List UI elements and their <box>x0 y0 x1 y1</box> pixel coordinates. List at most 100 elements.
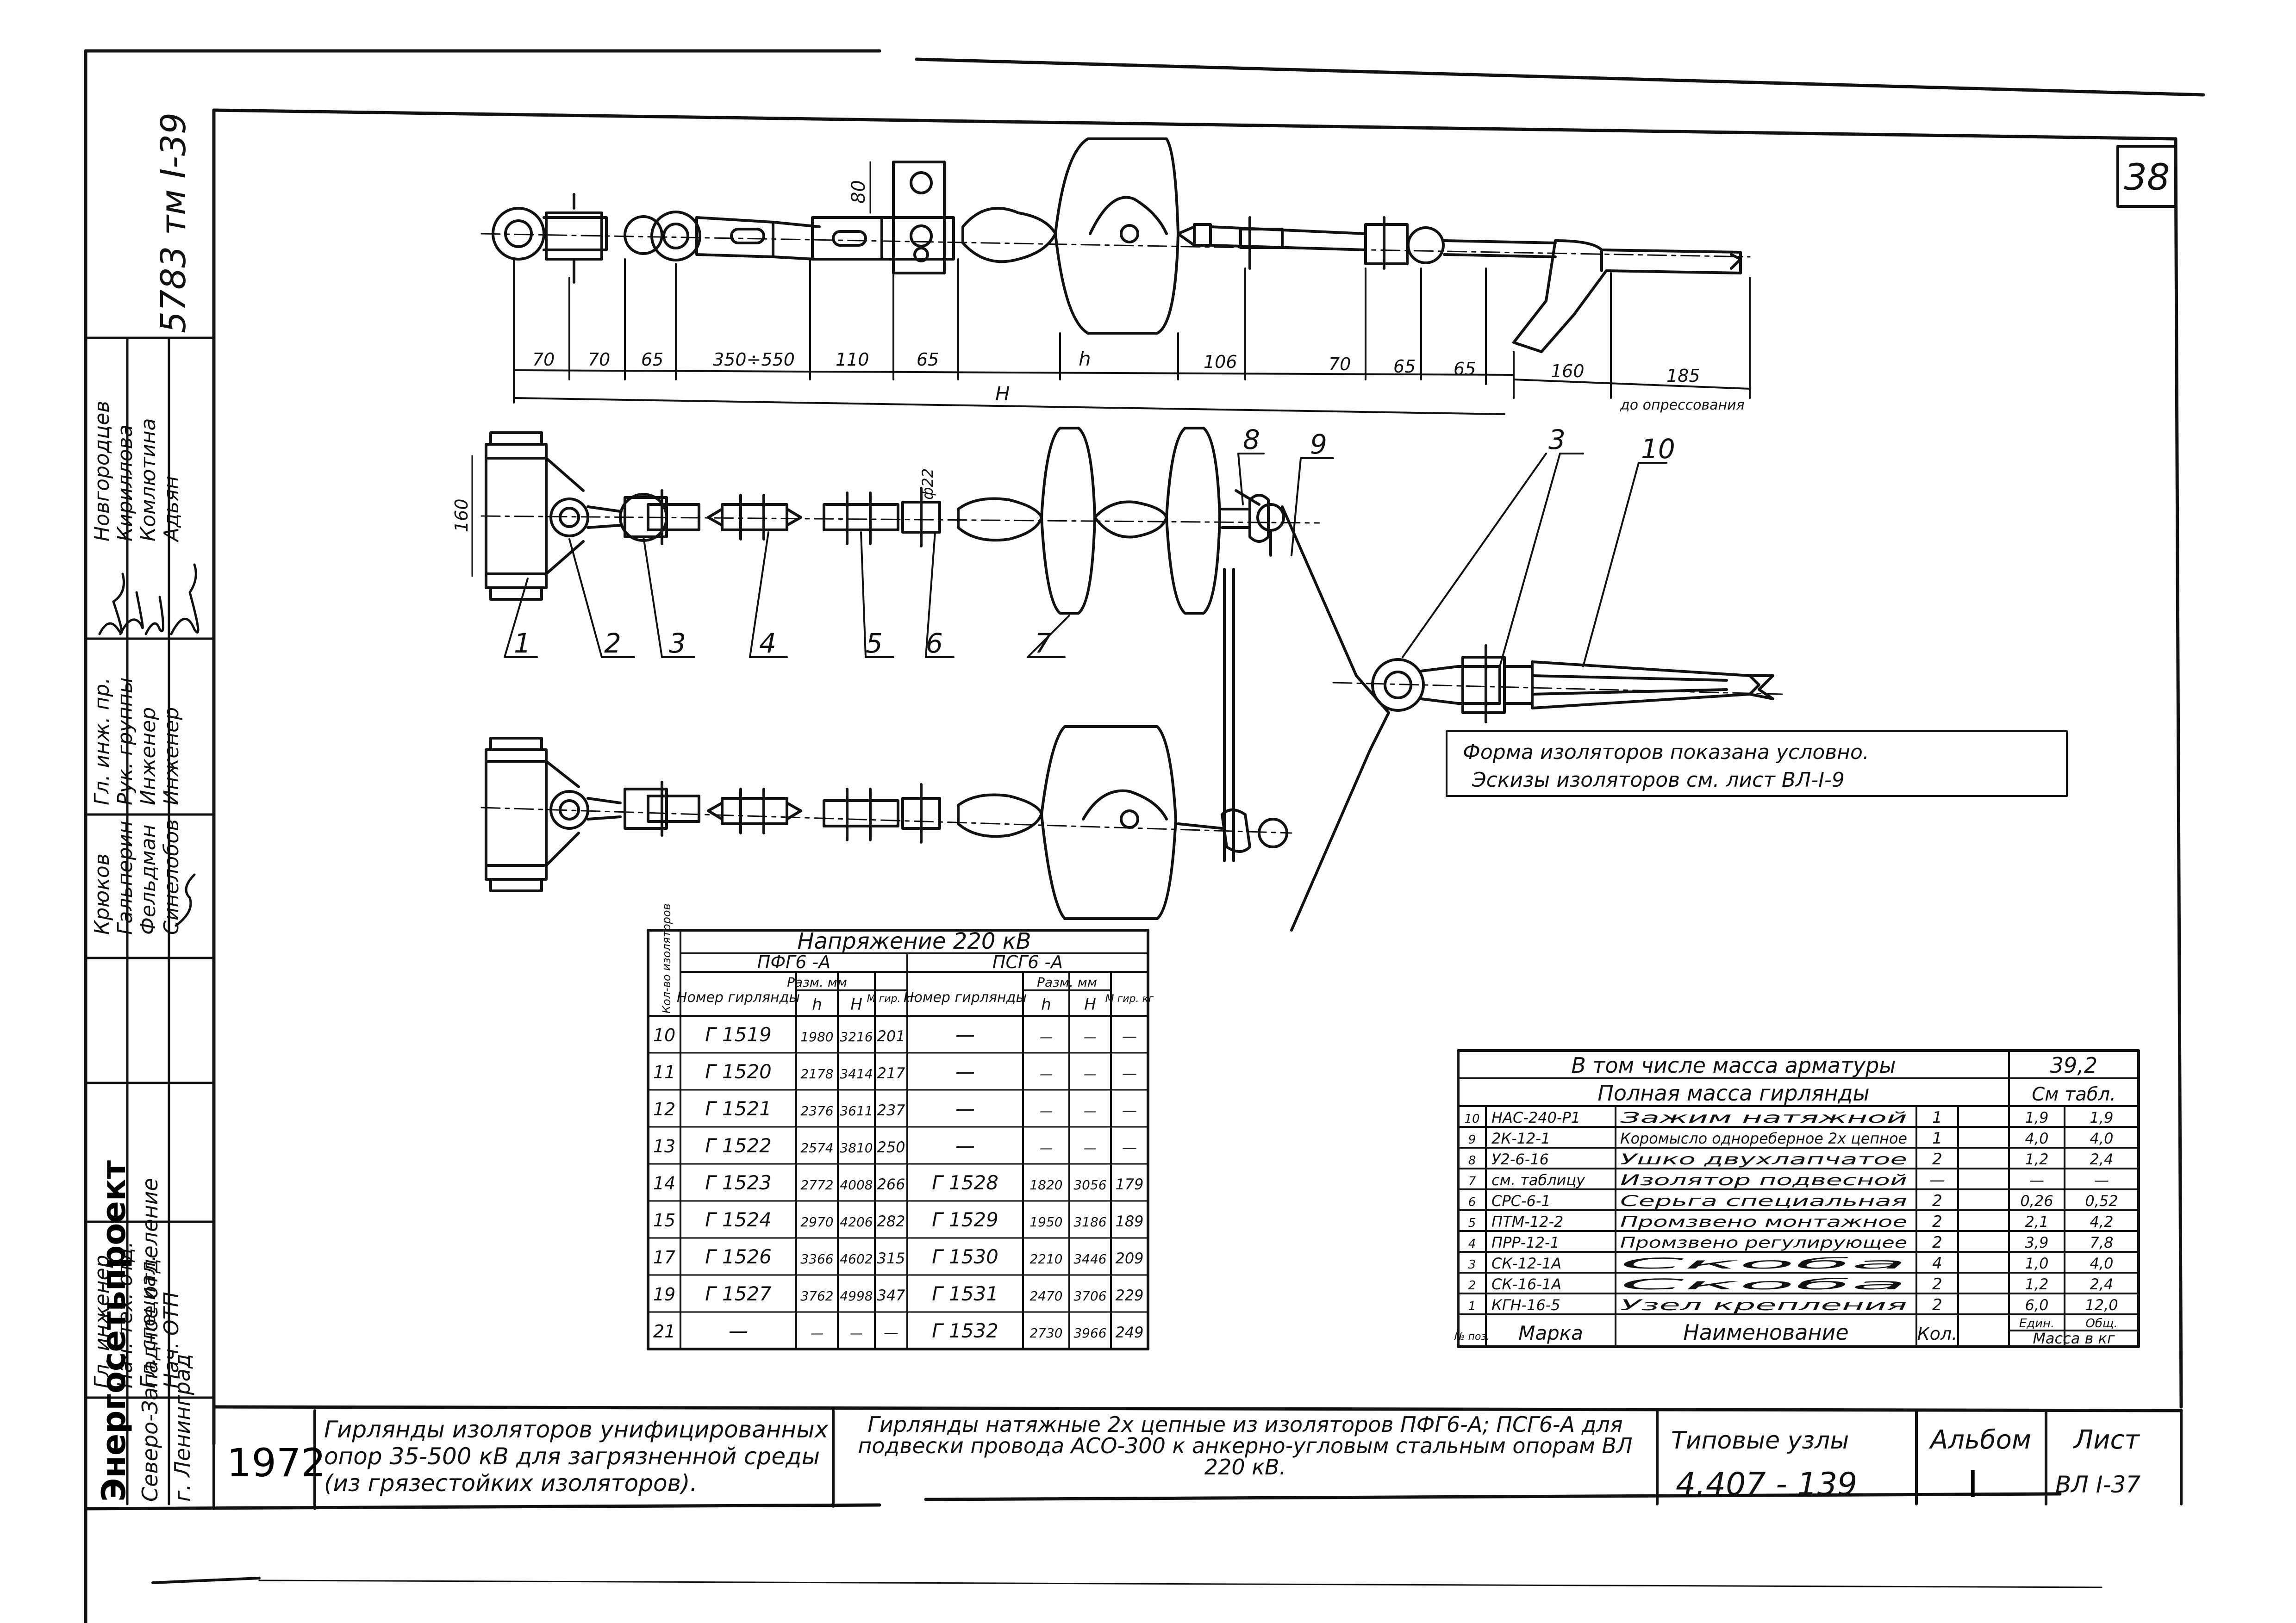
st-cell-total: 0,52 <box>2085 1192 2118 1210</box>
stamp-name-1: Новгородцев <box>90 401 114 541</box>
vt-cell: 3366 <box>800 1251 833 1267</box>
st-cell-name: Коромысло однореберное 2х цепное <box>1620 1130 1907 1147</box>
st-h-mark: Марка <box>1518 1322 1583 1344</box>
vt-group-pfg: ПФГ6 -А <box>757 952 830 972</box>
st-cell-name: Промзвено монтажное <box>1620 1213 1907 1231</box>
st-cell-name: Серьга специальная <box>1620 1192 1907 1210</box>
vt-cell: 237 <box>877 1101 905 1119</box>
vt-cell: Г 1529 <box>932 1208 998 1231</box>
st-cell-qty: 1 <box>1932 1108 1942 1127</box>
vt-cell: — <box>1084 1103 1097 1119</box>
vt-cell: 1820 <box>1029 1177 1062 1193</box>
vt-cell: — <box>850 1325 863 1341</box>
st-h-unit: Един. <box>2019 1317 2055 1331</box>
string-upper-branch: 160 <box>451 427 1390 932</box>
st-cell-pos: 4 <box>1468 1237 1476 1251</box>
st-cell-total: 2,4 <box>2090 1150 2114 1168</box>
vt-cell: 3611 <box>840 1103 873 1119</box>
vt-title: Напряжение 220 кВ <box>797 928 1031 954</box>
vt-cell: — <box>1040 1029 1053 1045</box>
vt-col-h-2: h <box>1041 995 1051 1014</box>
vt-cell: 12 <box>653 1099 675 1119</box>
callout-5: 5 <box>866 628 883 659</box>
vt-cell: 217 <box>877 1064 905 1082</box>
vt-cell: — <box>1040 1103 1053 1119</box>
dim-4: 350÷550 <box>713 349 795 370</box>
st-cell-pos: 6 <box>1468 1195 1476 1209</box>
sheet-number-box: 38 <box>2116 145 2177 208</box>
album-label: Альбом <box>1929 1425 2031 1455</box>
st-cell-unit: 1,2 <box>2025 1275 2049 1293</box>
st-cell-name: Изолятор подвесной <box>1620 1171 1907 1189</box>
vt-cell: 2178 <box>800 1066 833 1082</box>
vt-cell: 282 <box>877 1213 905 1230</box>
st-cell-name: Ушко двухлапчатое <box>1620 1150 1907 1168</box>
st-cell-pos: 7 <box>1468 1175 1476 1188</box>
st-cell-name: Промзвено регулирующее <box>1620 1234 1907 1251</box>
stamp-role2-2: Нач. тех. отд. <box>113 1241 137 1388</box>
st-cell-mark: КГН-16-5 <box>1491 1296 1560 1314</box>
dim-11: 65 <box>1454 359 1476 379</box>
vt-cell: 2210 <box>1029 1251 1062 1267</box>
stamp-role-2: Рук. группы <box>113 678 137 805</box>
vt-cell: 3186 <box>1073 1214 1106 1230</box>
dim-total: H <box>995 382 1010 405</box>
vt-cell: 3216 <box>840 1029 873 1045</box>
vt-cell: — <box>1084 1066 1097 1082</box>
st-cell-mark: У2-6-16 <box>1491 1150 1549 1168</box>
st-cell-mark: см. таблицу <box>1491 1171 1585 1189</box>
vt-cell: 13 <box>653 1136 675 1157</box>
st-cell-unit: 1,9 <box>2025 1109 2049 1126</box>
st-cell-total: 4,2 <box>2090 1213 2114 1231</box>
vt-cell: 21 <box>653 1321 675 1342</box>
callout-1: 1 <box>514 628 531 659</box>
dim-10: 65 <box>1393 356 1416 377</box>
st-cell-pos: 1 <box>1468 1300 1476 1313</box>
signature-scribbles <box>98 563 200 927</box>
dimension-chain: 70 70 65 350÷550 110 65 h 106 70 65 65 1… <box>513 258 1751 415</box>
dim-12: 160 <box>1551 361 1585 381</box>
bracket-height-label: 160 <box>451 498 472 532</box>
st-cell-mark: СК-16-1А <box>1491 1275 1561 1293</box>
st-cell-unit: 0,26 <box>2020 1192 2053 1210</box>
vt-cell: Г 1528 <box>932 1171 998 1194</box>
vt-cell: 3810 <box>840 1140 873 1156</box>
series-title-box: Гирлянды изоляторов унифицированных опор… <box>324 1416 828 1497</box>
st-cell-mark: СРС-6-1 <box>1491 1192 1551 1210</box>
vt-cell: — <box>1122 1138 1137 1156</box>
vt-col-mass-1: М гир. кг <box>867 993 916 1005</box>
vt-cell: — <box>1084 1140 1097 1156</box>
vt-col-h-1: h <box>812 995 822 1014</box>
sheet-label: Лист <box>2073 1425 2140 1455</box>
vt-cell: 229 <box>1115 1287 1143 1304</box>
st-cell-unit: — <box>2029 1171 2044 1189</box>
st-cell-pos: 2 <box>1468 1279 1476 1293</box>
vt-cell: 2376 <box>800 1103 833 1119</box>
st-h-qty: Кол. <box>1917 1324 1958 1344</box>
stamp-role-3: Инженер <box>137 707 160 805</box>
vt-cell: 3762 <box>800 1288 833 1304</box>
st-cell-qty: 2 <box>1932 1150 1942 1169</box>
vt-cell: — <box>955 1060 975 1083</box>
vt-cell: Г 1526 <box>705 1245 772 1268</box>
note-line-1: Форма изоляторов показана условно. <box>1463 740 1869 764</box>
st-h-total: Общ. <box>2085 1317 2117 1331</box>
vt-cell: 3966 <box>1073 1325 1106 1341</box>
dim-8: 106 <box>1204 352 1237 372</box>
vt-cell: 4602 <box>840 1251 873 1267</box>
vt-cell: — <box>1084 1029 1097 1045</box>
vt-col-dims-2: Разм. мм <box>1037 975 1097 990</box>
vt-cell: 2470 <box>1029 1288 1062 1304</box>
st-cell-pos: 10 <box>1464 1112 1479 1126</box>
dim-1: 70 <box>532 349 555 370</box>
note-box: Форма изоляторов показана условно. Эскиз… <box>1446 730 2068 797</box>
callout-4: 4 <box>759 628 776 659</box>
vt-cell: 209 <box>1115 1250 1143 1267</box>
st-cell-unit: 2,1 <box>2025 1213 2049 1231</box>
st-cell-total: 2,4 <box>2090 1275 2114 1293</box>
org-name: Энергосетьпроект <box>95 1160 133 1502</box>
stamp-name2-2: Гальперин <box>113 821 137 935</box>
vt-count-header: Кол-во изоляторов <box>660 903 673 1014</box>
